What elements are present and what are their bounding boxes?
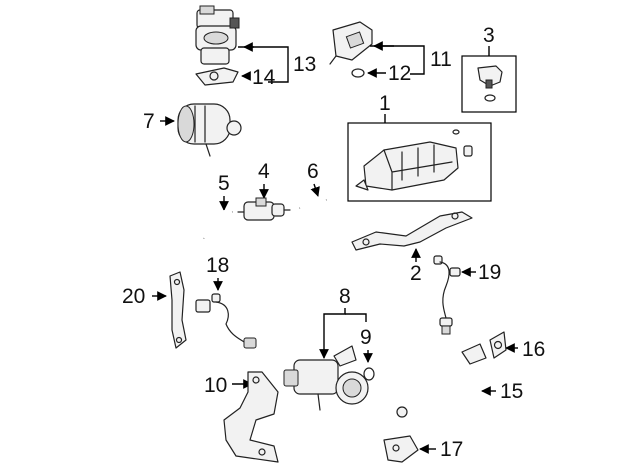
- leader-11: [370, 45, 425, 75]
- sensor-part-11[interactable]: [329, 21, 373, 65]
- oxygen-sensor-part-19[interactable]: [433, 255, 461, 335]
- gasket-part-16[interactable]: [489, 331, 507, 359]
- callout-19: 19: [478, 261, 501, 284]
- callout-16: 16: [522, 338, 545, 361]
- leader-13: [238, 46, 289, 83]
- oxygen-sensor-part-18[interactable]: [195, 293, 257, 349]
- callout-14: 14: [252, 66, 276, 89]
- oring-part-12[interactable]: [351, 68, 365, 78]
- callout-11: 11: [430, 48, 452, 71]
- callout-2: 2: [410, 262, 422, 285]
- callout-17: 17: [440, 438, 463, 461]
- callout-7: 7: [143, 110, 155, 133]
- egr-pipe-part-15[interactable]: [396, 343, 487, 418]
- callout-9: 9: [360, 326, 372, 349]
- gasket-part-17[interactable]: [383, 435, 419, 463]
- callout-15: 15: [500, 380, 523, 403]
- callout-6: 6: [307, 160, 319, 183]
- valve-part-8[interactable]: [283, 345, 369, 411]
- gasket-part-14[interactable]: [195, 67, 239, 86]
- pump-part-7[interactable]: [177, 103, 242, 157]
- callout-12: 12: [388, 62, 411, 85]
- callout-8: 8: [339, 285, 351, 308]
- callout-1: 1: [379, 92, 391, 115]
- callout-3: 3: [483, 24, 495, 47]
- bracket-part-10[interactable]: [223, 371, 279, 463]
- sensor-part-3[interactable]: [477, 65, 503, 102]
- egr-valve-part-13[interactable]: [195, 5, 240, 65]
- callout-10: 10: [204, 374, 227, 397]
- callout-20: 20: [122, 285, 145, 308]
- callout-13: 13: [293, 53, 316, 76]
- bracket-part-20[interactable]: [169, 271, 187, 349]
- bracket-part-2[interactable]: [351, 211, 473, 251]
- purge-valve-part-4[interactable]: [237, 197, 291, 221]
- canister-part-1[interactable]: [355, 129, 473, 191]
- callout-18: 18: [206, 254, 229, 277]
- callout-4: 4: [258, 160, 270, 183]
- callout-5: 5: [218, 172, 230, 195]
- oring-part-9[interactable]: [363, 367, 375, 381]
